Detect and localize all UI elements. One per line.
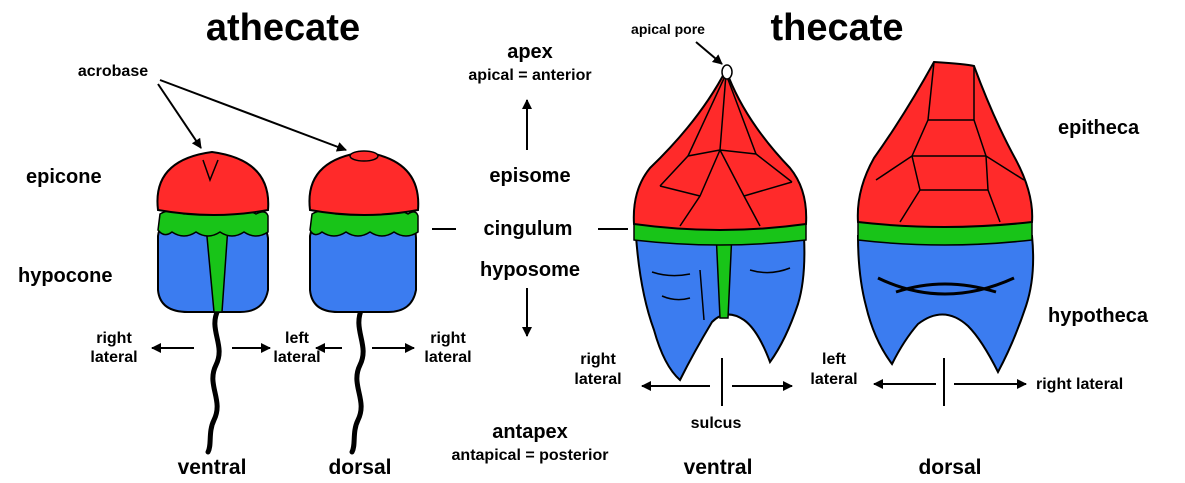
athecate-dorsal-view-label: dorsal: [328, 456, 391, 479]
apex-label: apex: [507, 41, 553, 63]
athecate-ventral-epicone: [157, 152, 268, 215]
apical-pore-pointer: [696, 42, 722, 64]
athecate-ventral-view-label: ventral: [178, 456, 247, 479]
athecate-dorsal-left-label-1: left: [285, 330, 310, 347]
apical-pore: [722, 65, 732, 79]
thecate-title: thecate: [770, 7, 903, 49]
epitheca-label: epitheca: [1058, 117, 1140, 139]
thecate-ventral-right-label-2: lateral: [574, 371, 621, 388]
thecate-ventral-right-label-1: right: [580, 351, 616, 368]
thecate-dorsal-view-label: dorsal: [918, 456, 981, 479]
acrobase-pointer-dorsal: [160, 80, 346, 150]
thecate-dorsal-cell: [858, 62, 1033, 372]
ventral-flagellum: [208, 310, 219, 452]
hyposome-label: hyposome: [480, 259, 580, 281]
athecate-dorsal-left-label-2: lateral: [273, 349, 320, 366]
dorsal-flagellum: [352, 308, 363, 452]
thecate-dorsal-left-label-1: left: [822, 351, 847, 368]
epicone-label: epicone: [26, 166, 102, 188]
apical-pore-label: apical pore: [631, 21, 705, 37]
hypotheca-label: hypotheca: [1048, 305, 1149, 327]
athecate-dorsal-right-label-1: right: [430, 330, 466, 347]
antapical-posterior-label: antapical = posterior: [452, 447, 609, 464]
athecate-ventral-right-label-2: lateral: [90, 349, 137, 366]
sulcus-label: sulcus: [691, 415, 742, 432]
thecate-dorsal-left-label-2: lateral: [810, 371, 857, 388]
cingulum-label: cingulum: [484, 218, 573, 240]
acrobase-label: acrobase: [78, 63, 148, 80]
antapex-label: antapex: [492, 421, 568, 443]
hypocone-label: hypocone: [18, 265, 112, 287]
thecate-ventral-view-label: ventral: [684, 456, 753, 479]
athecate-dorsal-right-label-2: lateral: [424, 349, 471, 366]
thecate-dorsal-right-lateral-label: right lateral: [1036, 376, 1123, 393]
athecate-ventral-right-label-1: right: [96, 330, 132, 347]
acrobase-dorsal: [350, 151, 378, 161]
thecate-dorsal-epitheca: [858, 62, 1032, 227]
thecate-dorsal-hypotheca: [858, 236, 1033, 372]
athecate-dorsal-cell: [309, 151, 418, 452]
episome-label: episome: [489, 165, 570, 187]
thecate-ventral-cell: [634, 65, 806, 380]
athecate-ventral-cell: [157, 152, 268, 452]
athecate-title: athecate: [206, 7, 360, 49]
apical-anterior-label: apical = anterior: [468, 67, 591, 84]
